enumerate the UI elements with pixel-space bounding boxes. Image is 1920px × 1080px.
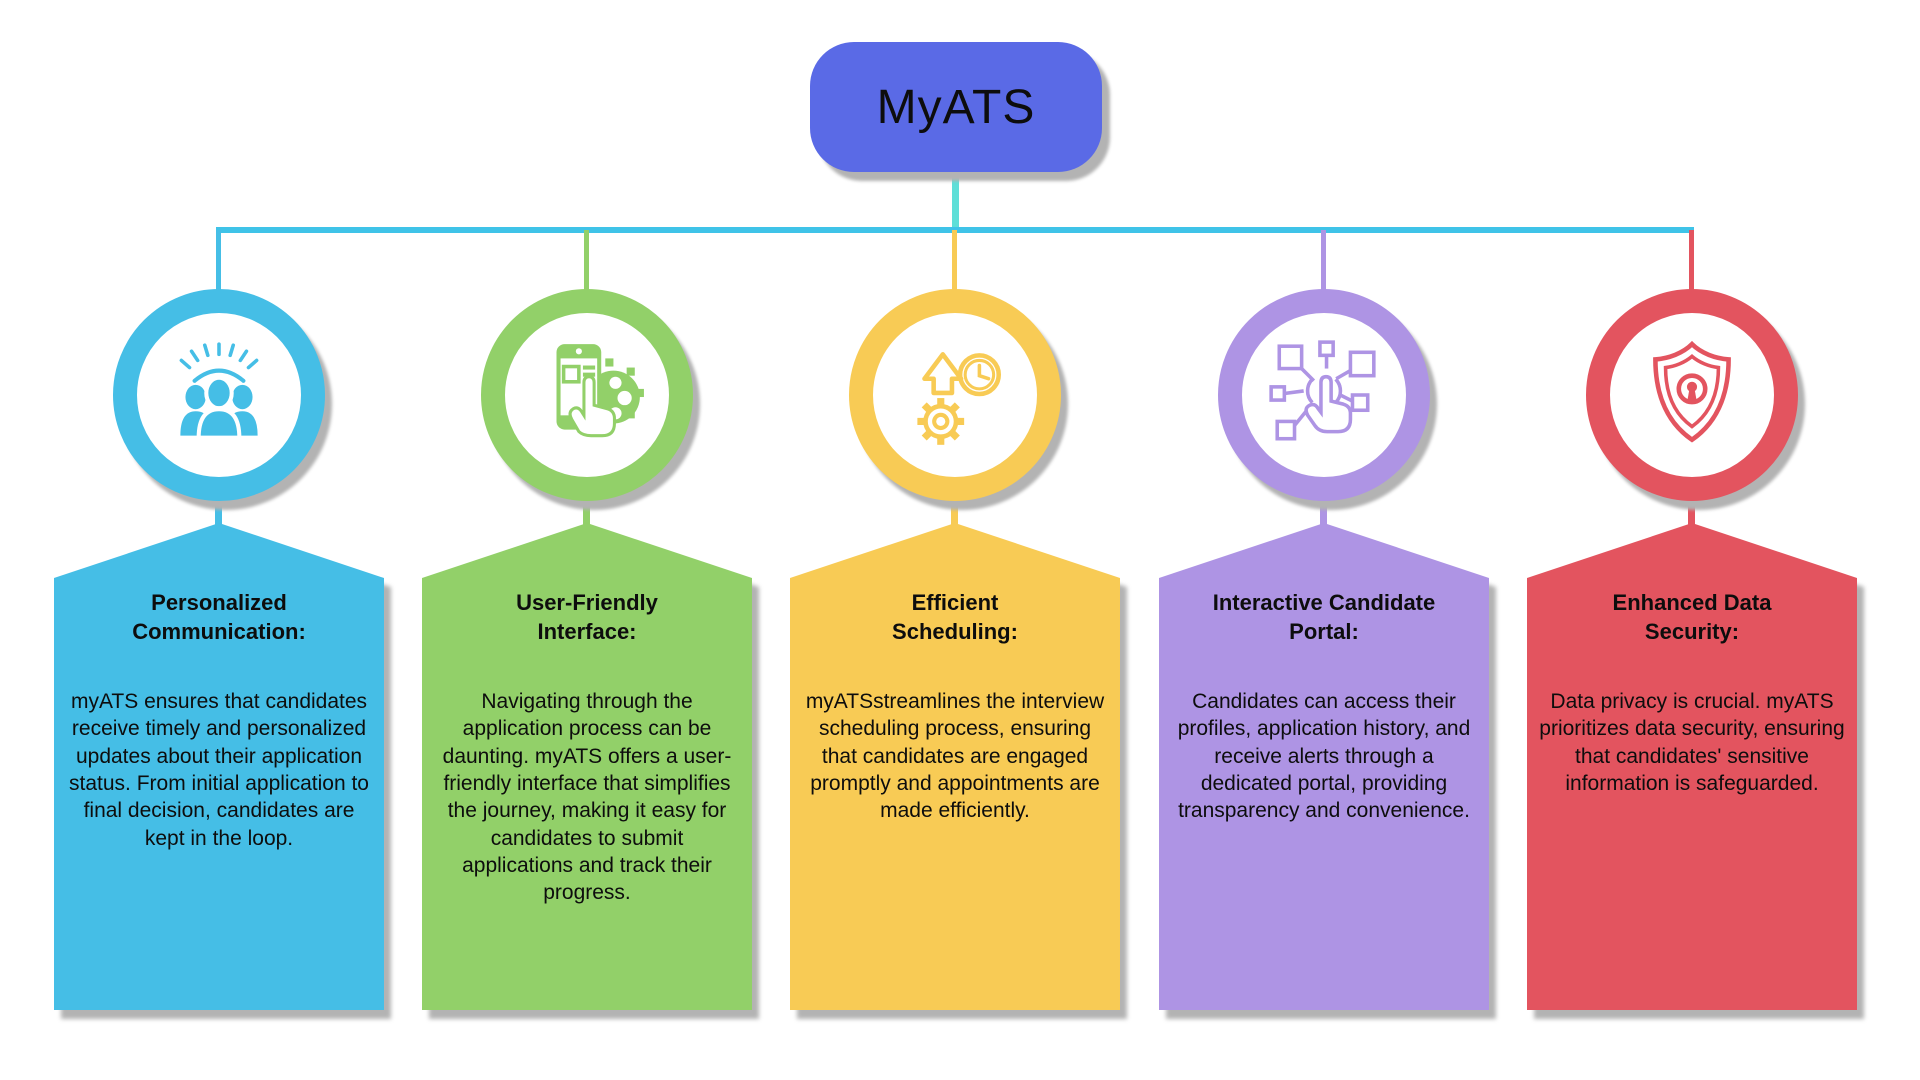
touch-network-icon — [1269, 340, 1376, 441]
card-body: myATS ensures that candidates receive ti… — [69, 690, 369, 850]
circle-card-stem — [583, 499, 590, 527]
branch-drop-line — [952, 230, 957, 292]
card-title: Personalized Communication: — [132, 590, 306, 644]
card-user-friendly-interface: User-Friendly Interface: Navigating thro… — [422, 523, 752, 1010]
branch-drop-line — [1689, 230, 1694, 292]
card-efficient-scheduling: Efficient Scheduling: myATSstreamlines t… — [790, 523, 1120, 1010]
mobile-touch-interface-icon — [556, 344, 644, 438]
card-body: myATSstreamlines the interview schedulin… — [805, 690, 1105, 823]
card-enhanced-data-security: Enhanced Data Security: Data privacy is … — [1527, 523, 1857, 1010]
icon-circle-interface — [481, 289, 693, 501]
root-node: MyATS — [810, 42, 1102, 172]
shield-keyhole-icon — [1653, 340, 1731, 443]
circle-card-stem — [1688, 499, 1695, 527]
icon-circle-scheduling — [849, 289, 1061, 501]
card-personalized-communication: Personalized Communication: myATS ensure… — [54, 523, 384, 1010]
circle-card-stem — [215, 499, 222, 527]
card-title: User-Friendly Interface: — [516, 590, 658, 644]
card-body: Candidates can access their profiles, ap… — [1177, 690, 1471, 823]
circle-card-stem — [1320, 499, 1327, 527]
card-interactive-candidate-portal: Interactive Candidate Portal: Candidates… — [1159, 523, 1489, 1010]
icon-circle-communication — [113, 289, 325, 501]
card-body: Navigating through the application proce… — [442, 690, 732, 905]
branch-drop-line — [584, 230, 589, 292]
trunk-connector — [952, 172, 959, 229]
gear-arrow-clock-icon — [917, 352, 1002, 445]
icon-circle-portal — [1218, 289, 1430, 501]
circle-card-stem — [951, 499, 958, 527]
card-title: Efficient Scheduling: — [892, 590, 1018, 644]
card-title: Interactive Candidate Portal: — [1212, 590, 1436, 644]
branch-drop-line — [1321, 230, 1326, 292]
branch-drop-line — [216, 230, 221, 292]
root-title: MyATS — [876, 80, 1036, 134]
card-body: Data privacy is crucial. myATS prioritiz… — [1539, 690, 1845, 796]
icon-circle-security — [1586, 289, 1798, 501]
card-title: Enhanced Data Security: — [1612, 590, 1772, 644]
people-communication-icon — [179, 342, 259, 440]
